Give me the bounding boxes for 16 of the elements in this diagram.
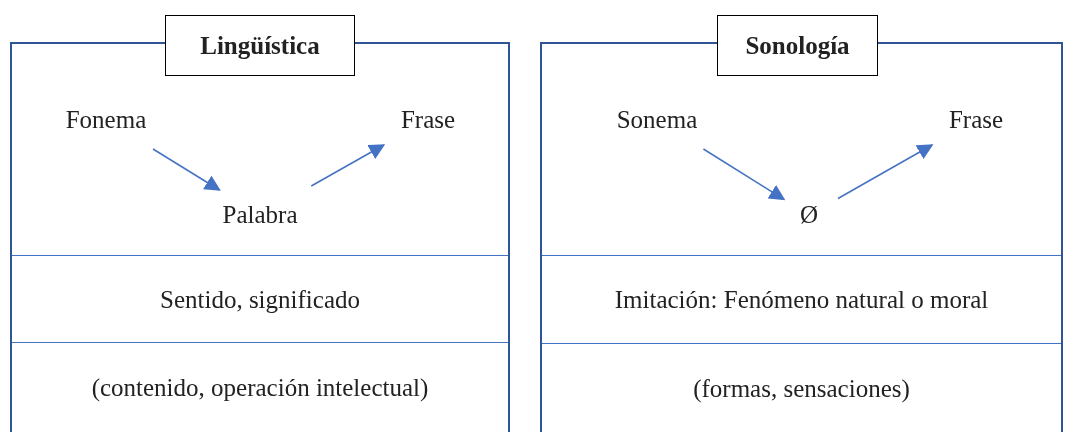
arrow xyxy=(837,144,934,200)
term-label: Ø xyxy=(794,200,824,230)
arrow xyxy=(152,148,221,191)
section-text: (formas, sensaciones) xyxy=(693,374,910,403)
section-text: (contenido, operación intelectual) xyxy=(91,374,429,402)
heading-box: Lingüística xyxy=(165,15,355,76)
term-label: Frase xyxy=(940,105,1012,135)
arrow xyxy=(702,148,786,201)
term-label: Palabra xyxy=(212,200,308,230)
term-label: Fonema xyxy=(52,105,160,135)
term-label: Frase xyxy=(392,105,464,135)
arrow xyxy=(310,144,386,187)
section-text: Sentido, significado xyxy=(160,285,360,314)
heading-box: Sonología xyxy=(717,15,878,76)
section-text: Imitación: Fenómeno natural o moral xyxy=(614,286,989,314)
term-label: Sonema xyxy=(603,105,711,135)
